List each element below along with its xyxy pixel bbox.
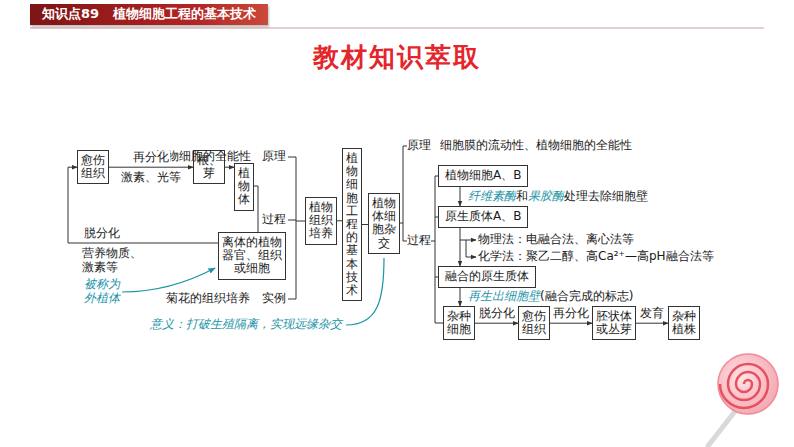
header-rule — [30, 28, 764, 29]
annotation-label: 细胞膜的流动性、植物细胞的全能性 — [440, 139, 632, 153]
process-box: 愈伤组织 — [77, 150, 109, 184]
annotation-label: 意义：打破生殖隔离，实现远缘杂交 — [150, 318, 342, 332]
annotation-label: (融合完成的标志) — [540, 290, 633, 304]
process-box: 植物细胞A、B — [438, 165, 528, 187]
node-text: 植物体 — [238, 167, 250, 207]
connector-arrow — [475, 323, 518, 324]
annotation-label: 过程 — [262, 213, 286, 227]
annotation-label: 菊花的组织培养 — [166, 292, 250, 306]
node-text: 杂种植株 — [672, 310, 696, 336]
connector-arrow — [460, 288, 461, 306]
node-text: 胚状体或丛芽 — [596, 310, 632, 336]
node-text: 植物组织培养 — [309, 201, 333, 241]
annotation-label: 果胶酶 — [528, 190, 564, 204]
process-box: 杂种植株 — [668, 306, 700, 340]
annotation-label: 激素、光等 — [121, 171, 181, 185]
process-box: 融合的原生质体 — [438, 266, 536, 288]
node-text: 融合的原生质体 — [445, 270, 529, 284]
lollipop-swirl — [720, 364, 768, 408]
process-box: 愈伤组织 — [518, 306, 550, 340]
bracket-line — [288, 157, 305, 299]
process-box: 植物体细胞杂交 — [368, 193, 400, 254]
bracket-line — [400, 146, 407, 241]
annotation-label: 物理法：电融合法、离心法等 — [478, 233, 634, 247]
annotation-label: 实例 — [262, 292, 286, 306]
node-text: 植物细胞工程的基本技术 — [113, 7, 256, 22]
process-box: 原生质体A、B — [438, 206, 528, 228]
lollipop-icon — [708, 354, 778, 446]
connector-arrow — [636, 323, 668, 324]
edge-label: 脱分化 — [478, 307, 516, 321]
process-box: 植物组织培养 — [305, 197, 337, 245]
node-text: 植物体细胞杂交 — [372, 197, 396, 250]
bracket-line — [431, 176, 443, 323]
annotation-label: 被称为外植体 — [84, 278, 120, 306]
node-text: 原生质体A、B — [445, 210, 521, 224]
node-text: 知识点89 — [42, 7, 99, 22]
node-text: 植物细胞工程的基本技术 — [346, 152, 358, 297]
node-text: 愈伤组织 — [522, 310, 546, 336]
node-text: 杂种细胞 — [447, 310, 471, 336]
annotation-label: 和 — [516, 190, 528, 204]
leader-arrow — [460, 240, 476, 241]
annotation-label: 脱分化 — [84, 227, 120, 241]
lollipop-stick — [708, 410, 736, 446]
node-text: 离体的植物器官、组织或细胞 — [222, 236, 282, 276]
lollipop-candy — [718, 354, 778, 414]
annotation-label: 原理 — [407, 139, 431, 153]
callout-arrow — [122, 268, 215, 292]
annotation-label: 过程 — [407, 234, 431, 248]
process-box: 植物细胞工程的基本技术 — [342, 148, 362, 301]
annotation-label: 纤维素酶 — [468, 190, 516, 204]
process-box: 胚状体或丛芽 — [592, 306, 636, 340]
annotation-label: 营养物质、激素等 — [82, 247, 142, 275]
annotation-label: 化学法：聚乙二醇、高Ca²⁺—高pH融合法等 — [478, 250, 714, 264]
edge-label: 再分化 — [552, 307, 590, 321]
connector-arrow — [109, 167, 193, 168]
edge-label: 再分化 — [132, 151, 170, 165]
process-box: 植物体 — [234, 163, 254, 211]
process-box: 离体的植物器官、组织或细胞 — [218, 232, 286, 280]
annotation-label: 处理去除细胞壁 — [564, 190, 648, 204]
node-text: 植物细胞A、B — [445, 169, 521, 183]
page-title: 教材知识萃取 — [0, 40, 794, 75]
node-text: 愈伤组织 — [81, 154, 105, 180]
leader-arrow — [466, 240, 476, 257]
connector-arrow — [225, 167, 234, 168]
header-tag: 知识点89 植物细胞工程的基本技术 — [30, 4, 268, 25]
connector-arrow — [460, 187, 461, 206]
annotation-label: 原理 — [262, 150, 286, 164]
annotation-label: 再生出细胞壁 — [468, 290, 540, 304]
bracket-line — [254, 186, 258, 232]
connector-arrow — [550, 323, 592, 324]
edge-label: 发育 — [639, 307, 665, 321]
connector-arrow — [460, 228, 461, 266]
process-box: 杂种细胞 — [443, 306, 475, 340]
